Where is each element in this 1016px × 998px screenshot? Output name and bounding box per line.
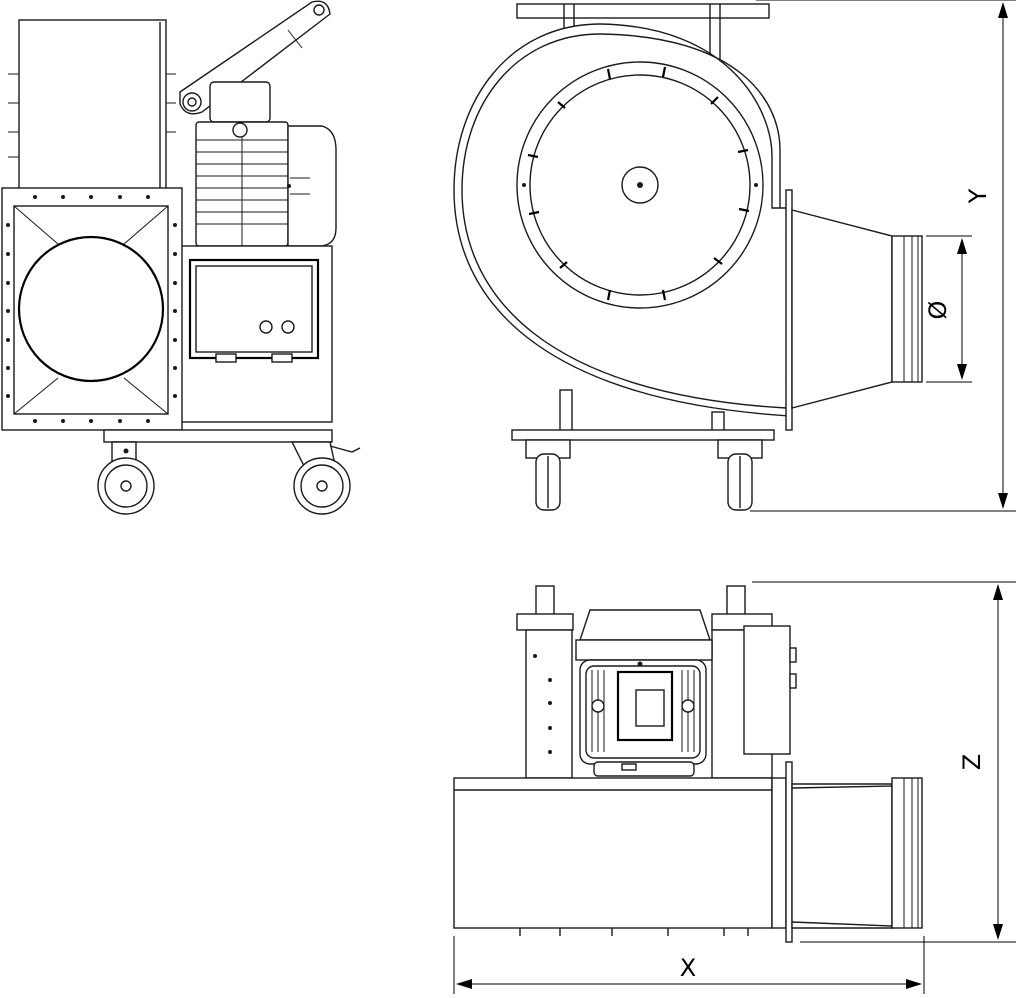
top-view [453, 585, 923, 943]
top-duct [453, 761, 923, 943]
side-duct [8, 19, 176, 191]
front-outlet [785, 189, 923, 431]
front-impeller [516, 61, 764, 309]
front-legs-wheels [511, 389, 775, 511]
dimension-x: X [453, 936, 925, 994]
dimension-y-label: Y [964, 188, 992, 204]
top-right-frame [711, 585, 797, 779]
dimension-x-label: X [680, 954, 696, 982]
top-motor [575, 609, 713, 777]
dimension-z-label: Z [958, 754, 986, 770]
side-base-wheels [97, 429, 361, 515]
side-inlet-flange [1, 187, 183, 431]
side-view [1, 0, 361, 515]
front-view [453, 3, 923, 511]
dimension-diameter-label: Ø [924, 301, 952, 320]
side-cabinet [179, 245, 333, 423]
dimension-diameter: Ø [924, 235, 972, 383]
dimension-y: Y [750, 0, 1016, 512]
top-left-frame [516, 585, 574, 779]
dimension-z: Z [752, 581, 1016, 943]
side-motor [195, 81, 337, 247]
